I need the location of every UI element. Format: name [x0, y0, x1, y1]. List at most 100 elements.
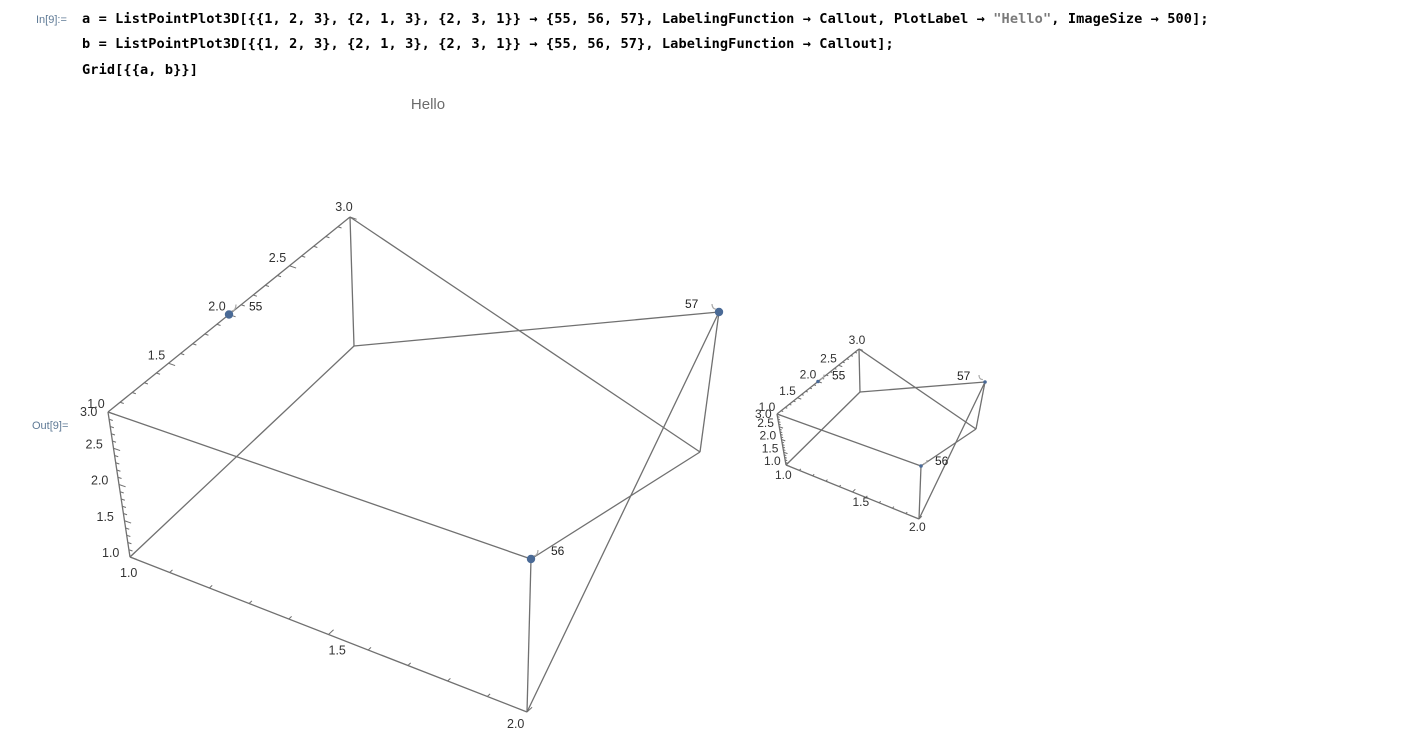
y-axis-tick	[817, 381, 822, 384]
z-axis-tick	[779, 426, 784, 429]
y-tick-label: 1.5	[148, 348, 165, 362]
z-axis-tick	[778, 421, 781, 423]
z-axis-tick	[112, 440, 117, 443]
box-edge	[526, 311, 720, 713]
x-axis-tick	[209, 584, 213, 589]
box-edge	[918, 381, 986, 520]
callout-leader	[533, 549, 539, 557]
y-axis-tick	[801, 394, 804, 396]
box-edge	[776, 413, 787, 466]
output-cell-label: Out[9]=	[32, 420, 69, 432]
y-axis-tick	[240, 304, 245, 307]
data-point	[224, 310, 234, 319]
code-line-1-after: , ImageSize → 500];	[1051, 11, 1209, 27]
code-line-2[interactable]: b = ListPointPlot3D[{{1, 2, 3}, {2, 1, 3…	[82, 36, 894, 52]
z-axis-tick	[781, 441, 785, 444]
box-edge	[859, 381, 986, 393]
y-axis-tick	[119, 401, 124, 404]
y-axis-tick	[834, 368, 837, 370]
box-edge	[349, 216, 701, 453]
y-axis-tick	[793, 400, 796, 403]
y-axis-tick	[809, 387, 813, 390]
y-axis-tick	[216, 323, 221, 326]
z-axis-tick	[125, 527, 130, 530]
callout-label: 55	[832, 369, 846, 383]
y-tick-label: 3.0	[335, 200, 352, 214]
y-axis-tick	[337, 226, 342, 229]
z-axis-tick	[777, 418, 781, 421]
z-axis-tick	[780, 433, 783, 436]
z-axis-tick	[119, 491, 124, 494]
z-axis-tick	[122, 505, 127, 508]
z-axis-tick	[113, 447, 121, 452]
y-tick-label: 2.0	[800, 368, 817, 382]
z-axis-tick	[117, 476, 122, 479]
box-edge	[129, 345, 355, 558]
y-tick-label: 2.5	[820, 351, 837, 365]
z-tick-label: 1.5	[97, 510, 114, 524]
y-axis-tick	[813, 384, 817, 386]
x-axis-tick	[785, 461, 790, 466]
z-axis-tick	[121, 498, 126, 501]
y-axis-tick	[192, 343, 197, 346]
y-axis-tick	[253, 294, 258, 297]
box-edge	[785, 464, 920, 520]
z-tick-label: 3.0	[755, 407, 772, 421]
z-axis-tick	[111, 433, 116, 436]
plot-title: Hello	[411, 96, 445, 113]
callout-leader	[820, 374, 825, 380]
callout-leader	[711, 303, 717, 310]
box-edge	[776, 413, 922, 467]
code-line-3[interactable]: Grid[{{a, b}}]	[82, 62, 198, 78]
y-tick-label: 2.5	[269, 251, 286, 265]
z-axis-tick	[781, 439, 786, 442]
y-axis-tick	[204, 333, 209, 336]
x-tick-label: 2.0	[909, 520, 926, 534]
z-axis-tick	[779, 428, 782, 431]
y-axis-tick	[265, 284, 270, 287]
x-tick-label: 2.0	[507, 717, 524, 731]
data-point	[816, 379, 820, 384]
z-axis-tick	[784, 454, 787, 457]
box-edge	[918, 465, 922, 520]
callout-label: 56	[935, 454, 949, 468]
x-axis-tick	[852, 488, 856, 493]
z-tick-label: 2.0	[91, 474, 108, 488]
y-axis-tick	[780, 410, 784, 412]
z-axis-tick	[124, 520, 132, 524]
y-axis-tick	[821, 377, 825, 380]
y-axis-tick	[168, 362, 176, 367]
z-axis-tick	[776, 413, 781, 416]
x-axis-tick	[169, 569, 173, 573]
y-axis-tick	[830, 371, 833, 373]
x-axis-tick	[328, 629, 334, 635]
x-axis-tick	[248, 600, 253, 604]
x-axis-tick	[288, 615, 292, 620]
x-tick-label: 1.5	[853, 495, 870, 509]
callout-label: 57	[957, 369, 971, 383]
y-axis-tick	[854, 351, 858, 354]
x-axis-tick	[905, 511, 908, 514]
y-axis-tick	[132, 392, 137, 395]
y-axis-tick	[846, 358, 849, 360]
y-tick-label: 1.0	[87, 397, 104, 411]
z-axis-tick	[116, 469, 121, 472]
y-axis-tick	[858, 348, 863, 351]
z-axis-tick	[129, 556, 137, 560]
y-axis-tick	[850, 355, 854, 357]
box-edge	[526, 558, 532, 713]
box-edge	[776, 348, 860, 415]
z-axis-tick	[114, 455, 119, 458]
callout-leader	[978, 374, 983, 381]
y-tick-label: 1.5	[779, 384, 796, 398]
z-axis-tick	[783, 451, 788, 455]
code-line-1-before: a = ListPointPlot3D[{{1, 2, 3}, {2, 1, 3…	[82, 11, 994, 27]
z-axis-tick	[780, 436, 784, 439]
input-cell-label: In[9]:=	[36, 14, 67, 26]
z-axis-tick	[123, 513, 128, 516]
callout-label: 56	[551, 544, 565, 558]
code-line-1[interactable]: a = ListPointPlot3D[{{1, 2, 3}, {2, 1, 3…	[82, 11, 1209, 27]
z-axis-tick	[110, 426, 115, 429]
x-axis-tick	[798, 468, 802, 471]
